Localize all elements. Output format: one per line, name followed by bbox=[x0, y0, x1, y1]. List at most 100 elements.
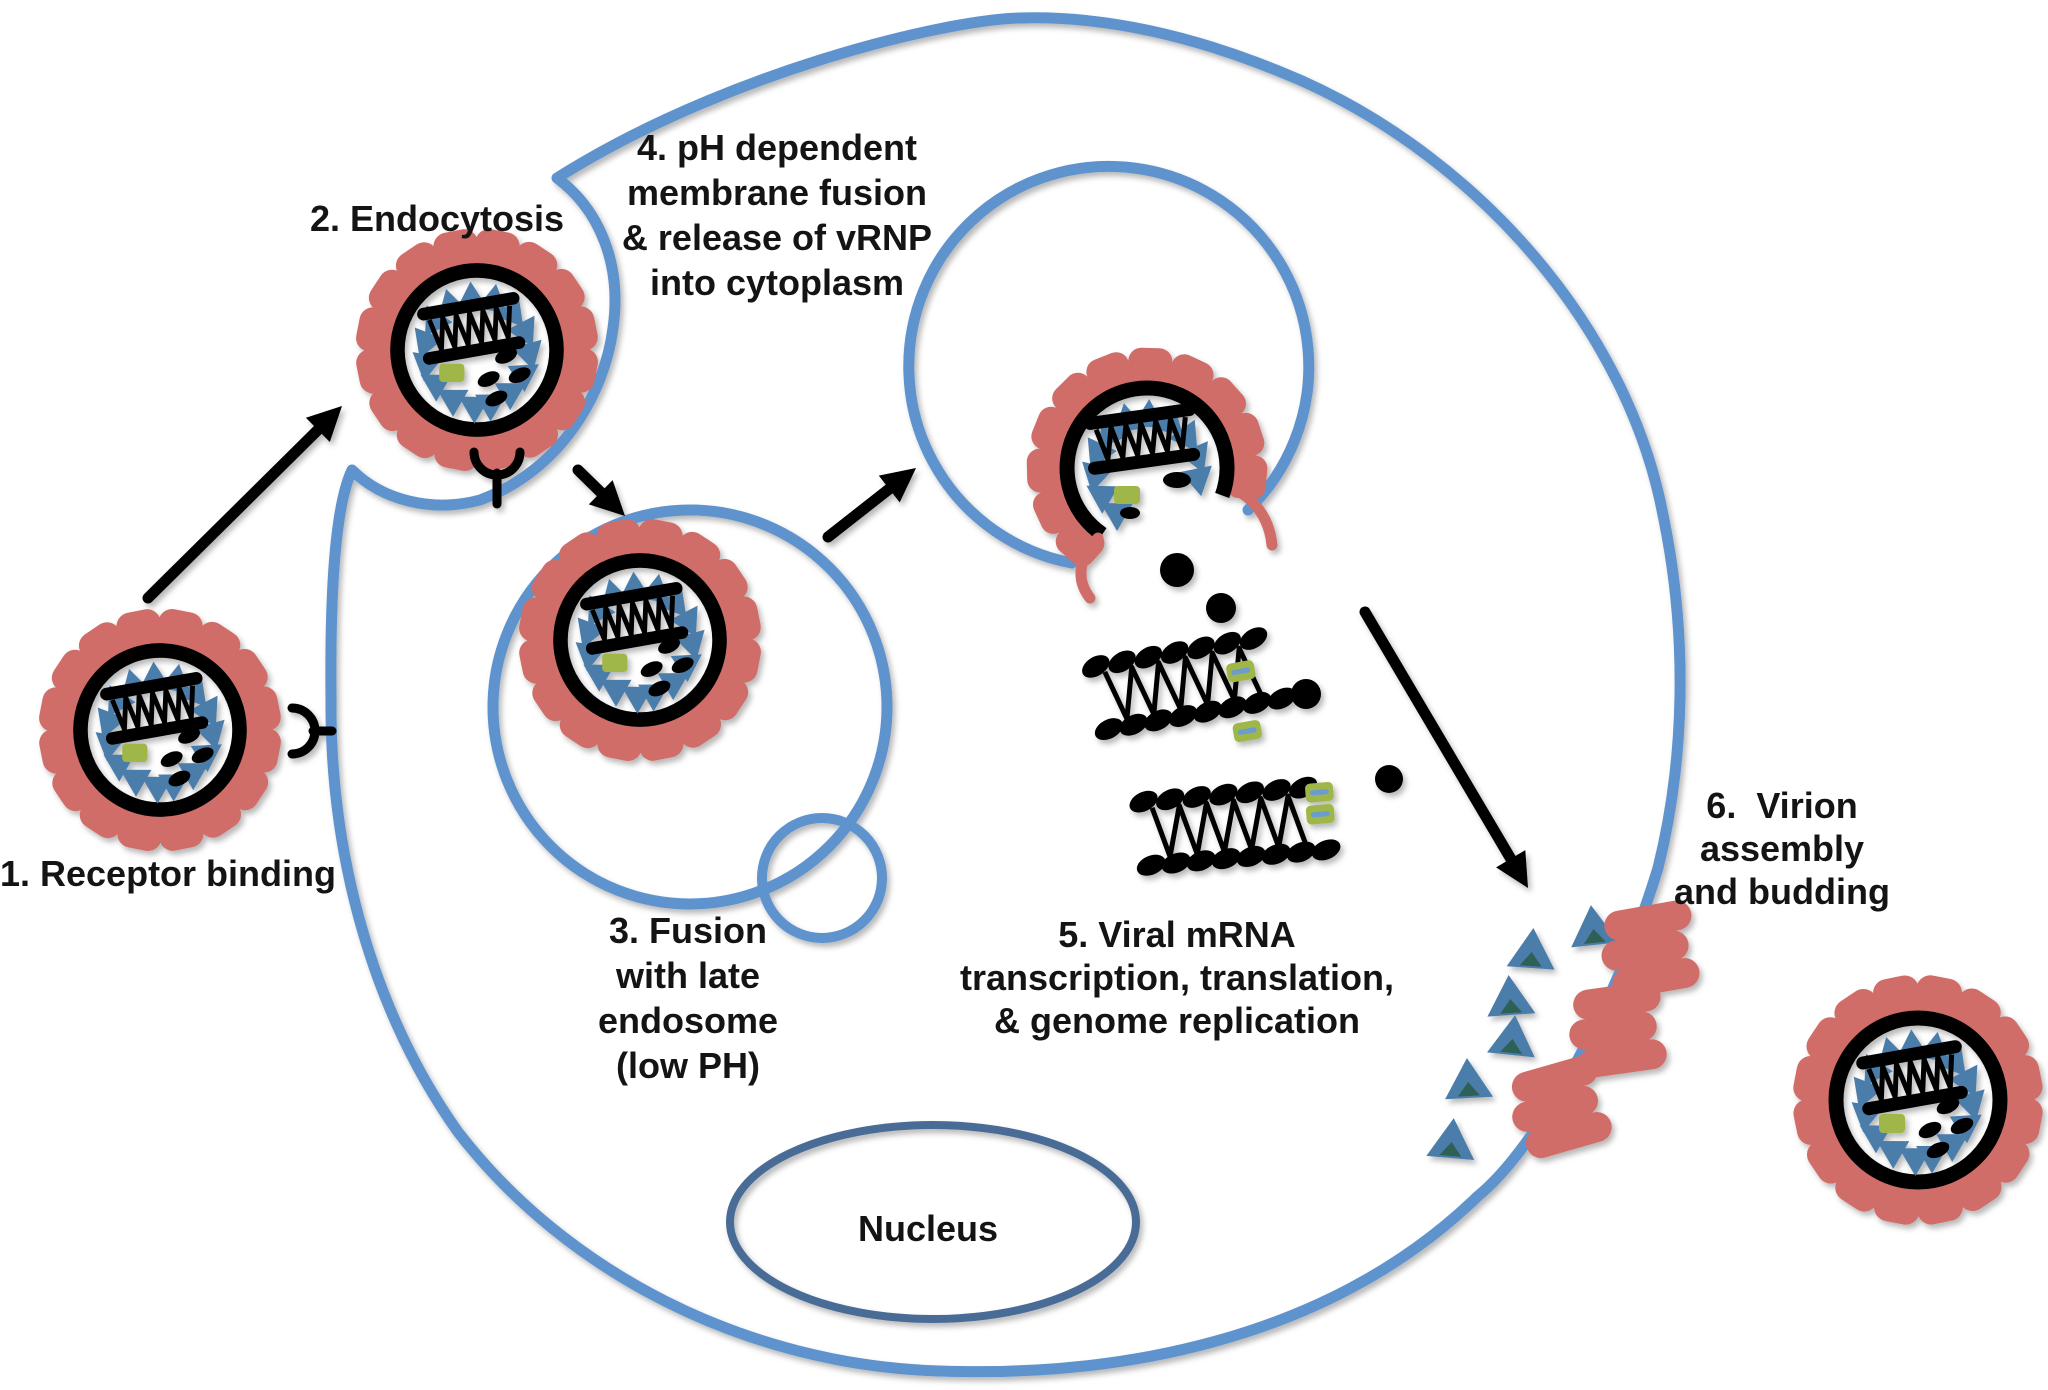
ha-bar bbox=[1511, 1055, 1598, 1102]
np-oval bbox=[1120, 507, 1140, 519]
released-contents bbox=[1083, 403, 1201, 519]
np-oval bbox=[160, 751, 183, 767]
np-oval bbox=[1936, 1097, 1960, 1115]
na-triangle bbox=[506, 315, 535, 347]
ha-bar bbox=[1512, 1085, 1598, 1132]
ha-bar bbox=[1604, 900, 1692, 941]
label-line: and budding bbox=[1674, 871, 1890, 912]
ha-spike bbox=[1914, 1179, 1963, 1225]
bead bbox=[1108, 650, 1136, 674]
bead bbox=[1243, 691, 1272, 714]
vrnp-bar bbox=[1088, 447, 1201, 475]
polymerase-box bbox=[1114, 486, 1140, 504]
vrnp-bar bbox=[585, 626, 689, 655]
na-triangle bbox=[437, 389, 469, 417]
na-triangle bbox=[669, 605, 698, 637]
small-vesicle bbox=[757, 813, 887, 943]
label-line: 6. Virion bbox=[1706, 785, 1857, 826]
vrnp-zigzag bbox=[1149, 793, 1309, 860]
label-line: Nucleus bbox=[858, 1208, 998, 1249]
ha-spike bbox=[356, 307, 400, 355]
label-nucleus: Nucleus bbox=[858, 1208, 998, 1249]
ha-bar bbox=[1573, 981, 1661, 1020]
np-oval bbox=[1950, 1117, 1974, 1135]
na-triangle-core bbox=[1457, 1081, 1480, 1097]
vrnp-zigzag bbox=[110, 685, 196, 732]
ha-bar bbox=[1579, 1039, 1667, 1078]
ha-spike bbox=[236, 686, 281, 734]
arrow-step-4 bbox=[1359, 606, 1528, 888]
budding-na-triangle bbox=[1426, 1118, 1475, 1161]
np-dot bbox=[1206, 593, 1236, 623]
vrnp-bar bbox=[422, 336, 526, 365]
ha-spike bbox=[554, 345, 598, 393]
viral-envelope-ring bbox=[553, 553, 727, 727]
na-triangle bbox=[1087, 437, 1117, 470]
arrow-head bbox=[878, 468, 916, 503]
np-oval bbox=[671, 657, 694, 674]
free-vrnp-1 bbox=[1082, 627, 1296, 743]
na-triangle bbox=[1571, 905, 1619, 948]
bead bbox=[1239, 627, 1268, 650]
virion-stage3 bbox=[519, 519, 761, 761]
ha-spike bbox=[636, 716, 684, 761]
budding-na-triangle bbox=[1487, 1015, 1535, 1058]
ha-spike bbox=[716, 596, 761, 644]
label-line: endosome bbox=[598, 1000, 778, 1041]
bead bbox=[1094, 718, 1123, 741]
label-line: 1. Receptor binding bbox=[0, 853, 336, 894]
budding-na-triangle bbox=[1506, 928, 1555, 970]
np-oval bbox=[1163, 472, 1191, 488]
membrane-flap bbox=[1234, 486, 1278, 551]
fusing-endosome-arc bbox=[903, 160, 1315, 569]
vrnp-zigzag bbox=[590, 595, 676, 642]
na-triangle bbox=[600, 679, 632, 707]
bead bbox=[1160, 641, 1189, 664]
na-triangle-core bbox=[1519, 951, 1542, 967]
ha-spike bbox=[1874, 1179, 1923, 1225]
na-triangle bbox=[120, 769, 152, 797]
vrnp-complex bbox=[100, 672, 209, 745]
diagram-art bbox=[39, 12, 2043, 1378]
label-line: 2. Endocytosis bbox=[310, 198, 564, 239]
ha-bar bbox=[1569, 1011, 1657, 1050]
bead bbox=[1129, 790, 1158, 813]
na-triangle bbox=[1936, 1134, 1969, 1162]
np-oval bbox=[168, 770, 191, 787]
na-triangle bbox=[189, 695, 218, 727]
ha-spike bbox=[116, 609, 164, 654]
na-triangle bbox=[1426, 1118, 1475, 1161]
ha-spike bbox=[472, 229, 520, 273]
np-oval bbox=[658, 637, 681, 654]
bead bbox=[1193, 700, 1222, 723]
polymerase-dash bbox=[1309, 789, 1329, 796]
virion-stage1 bbox=[39, 609, 281, 851]
ha-spike bbox=[1997, 1095, 2043, 1144]
label-endocytosis: 2. Endocytosis bbox=[310, 198, 564, 239]
vrnp-bar bbox=[417, 292, 520, 321]
budding-na-triangle bbox=[1571, 905, 1619, 948]
label-line: (low PH) bbox=[616, 1045, 760, 1086]
np-oval bbox=[648, 680, 671, 697]
bead bbox=[1286, 841, 1316, 863]
budding-ha-cluster bbox=[1569, 981, 1667, 1078]
na-triangle bbox=[1487, 975, 1536, 1017]
ha-spike bbox=[39, 687, 83, 735]
viral-envelope-ring bbox=[73, 643, 247, 817]
np-dot bbox=[1375, 765, 1403, 793]
vrnp-bar bbox=[1856, 1040, 1962, 1070]
budding-na-triangle bbox=[1487, 975, 1536, 1017]
na-triangle bbox=[141, 776, 173, 804]
ha-spike bbox=[155, 609, 203, 653]
ha-spike bbox=[1026, 448, 1068, 493]
bead bbox=[1262, 779, 1291, 801]
ha-spike bbox=[237, 725, 281, 773]
bead bbox=[1169, 705, 1197, 727]
bead bbox=[1218, 696, 1247, 719]
bead bbox=[1209, 783, 1238, 806]
label-receptor-binding: 1. Receptor binding bbox=[0, 853, 336, 894]
ha-spike bbox=[717, 635, 761, 683]
